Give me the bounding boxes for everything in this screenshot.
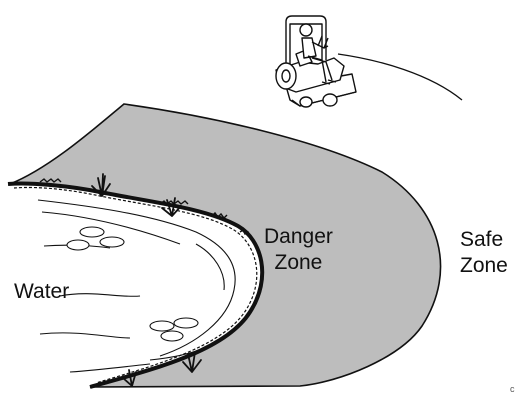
safe-zone-label: Safe Zone	[460, 227, 508, 279]
danger-zone-label-line1: Danger	[264, 224, 333, 250]
corner-mark: c	[510, 384, 515, 394]
danger-zone-label: Danger Zone	[264, 224, 333, 276]
water-zone-label: Water	[14, 279, 69, 305]
safe-zone-label-line1: Safe	[460, 227, 508, 253]
mower-path-line	[338, 54, 462, 100]
danger-zone-label-line2: Zone	[264, 250, 333, 276]
safe-zone-label-line2: Zone	[460, 253, 508, 279]
riding-mower-icon	[276, 16, 356, 107]
